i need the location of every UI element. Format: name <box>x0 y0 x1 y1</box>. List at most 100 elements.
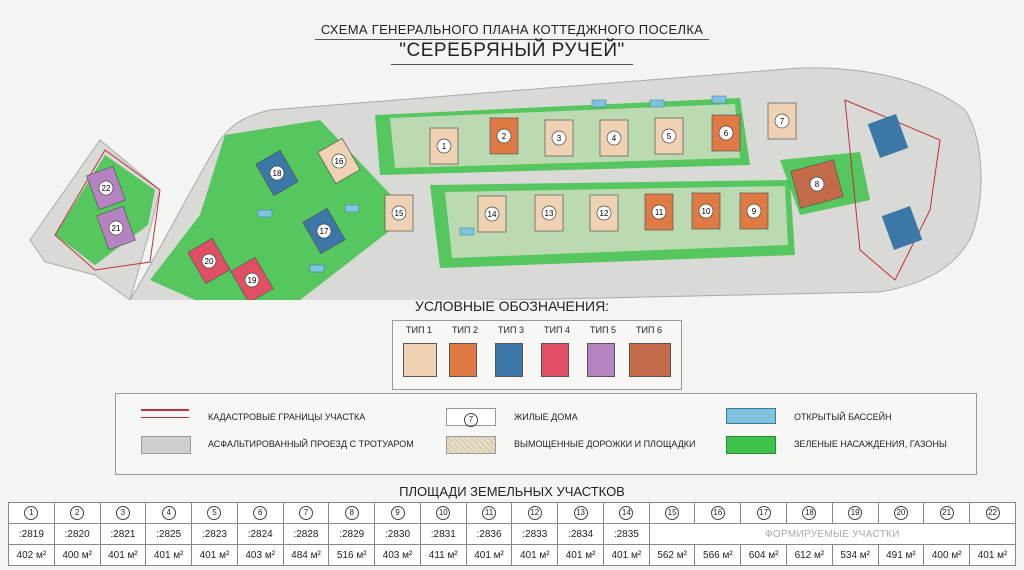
plot-area-cell: 566 м² <box>694 544 742 566</box>
plot-number: 16 <box>710 506 725 520</box>
cadastral-boundary-east <box>844 99 941 281</box>
paths-swatch <box>446 436 496 454</box>
plot-area-cell: 401 м² <box>191 544 238 566</box>
house-8: 8 <box>790 159 844 209</box>
plot-area-cell: 612 м² <box>786 544 833 566</box>
cadastral-cell: :2833 <box>511 523 559 545</box>
house-type-swatch <box>541 343 569 377</box>
plot-area-cell: 401 м² <box>969 544 1016 566</box>
house-11: 11 <box>644 193 674 231</box>
plot-area-cell: 491 м² <box>877 544 925 566</box>
plot-number-cell: 4 <box>145 502 193 524</box>
cadastral-cell: :2836 <box>465 523 513 545</box>
plot-number-cell: 14 <box>602 502 650 524</box>
cadastral-cell: :2831 <box>419 523 467 545</box>
house-number-sample: 7 <box>464 413 478 427</box>
plot-number: 7 <box>298 506 313 520</box>
green-swatch <box>726 436 776 454</box>
house-number-swatch: 7 <box>446 408 496 427</box>
house-19: 19 <box>230 256 274 300</box>
house-type-label: ТИП 1 <box>406 325 432 335</box>
pools <box>257 95 727 273</box>
plot-area-cell: 484 м² <box>282 544 330 566</box>
plot-number: 11 <box>482 506 497 520</box>
house-number-label: 17 <box>320 227 329 236</box>
plot-area-cell: 401 м² <box>602 544 650 566</box>
cadastral-cell: :2834 <box>557 523 604 545</box>
plot-number-cell: 17 <box>740 502 788 524</box>
plot-number-cell: 20 <box>877 502 925 524</box>
cadastral-cell: :2825 <box>145 523 193 545</box>
forming-plots-label: ФОРМИРУЕМЫЕ УЧАСТКИ <box>648 523 1017 545</box>
plot-number: 19 <box>848 506 863 520</box>
cadastral-cell: :2821 <box>99 523 147 545</box>
cadastral-cell: :2835 <box>602 523 650 545</box>
areas-title: ПЛОЩАДИ ЗЕМЕЛЬНЫХ УЧАСТКОВ <box>399 484 625 499</box>
plot-area-cell: 400 м² <box>923 544 971 566</box>
plot-number-cell: 12 <box>511 502 559 524</box>
cadastral-cell: :2823 <box>191 523 238 545</box>
house-number-label: 3 <box>557 134 562 143</box>
house-type-swatch <box>449 343 477 377</box>
house-type-label: ТИП 2 <box>452 325 478 335</box>
cadastral-cell: :2828 <box>282 523 330 545</box>
house-number-label: 13 <box>545 209 554 218</box>
plot-area-cell: 401 м² <box>511 544 559 566</box>
plot-number-cell: 9 <box>374 502 421 524</box>
house-number-label: 2 <box>502 132 507 141</box>
house-number-label: 21 <box>112 224 121 233</box>
plot-number: 9 <box>390 506 405 520</box>
house-type-swatch <box>495 343 523 377</box>
house-3: 3 <box>544 119 574 157</box>
road-label: АСФАЛЬТИРОВАННЫЙ ПРОЕЗД С ТРОТУАРОМ <box>208 439 414 449</box>
house-16: 16 <box>317 137 361 185</box>
plot-area-cell: 534 м² <box>831 544 879 566</box>
house-type-swatch <box>629 343 671 377</box>
house-18: 18 <box>255 149 299 197</box>
plot-number: 5 <box>207 506 222 520</box>
plot-area-cell: 604 м² <box>740 544 788 566</box>
plot-number: 20 <box>893 506 908 520</box>
cadastral-label: КАДАСТРОВЫЕ ГРАНИЦЫ УЧАСТКА <box>208 412 366 422</box>
plot-area-cell: 401 м² <box>557 544 604 566</box>
plot-number-cell: 13 <box>557 502 604 524</box>
plot-number: 13 <box>573 506 588 520</box>
cadastral-line-swatch <box>141 409 189 418</box>
plot-area-cell: 403 м² <box>236 544 284 566</box>
house-15: 15 <box>384 194 414 232</box>
house-type-label: ТИП 3 <box>498 325 524 335</box>
plot-number: 10 <box>436 506 451 520</box>
plot-number-cell: 2 <box>53 502 101 524</box>
house-type-swatch <box>587 343 615 377</box>
plot-number: 14 <box>619 506 634 520</box>
plot-area-cell: 411 м² <box>419 544 467 566</box>
plot-area-cell: 402 м² <box>8 544 55 566</box>
house-13: 13 <box>534 194 564 232</box>
plot-area-cell: 401 м² <box>465 544 513 566</box>
plot-number-cell: 3 <box>99 502 147 524</box>
plot-number-cell: 18 <box>786 502 833 524</box>
pool-swatch <box>726 408 776 424</box>
house-number-label: 8 <box>815 180 820 189</box>
plot-number-cell: 21 <box>923 502 971 524</box>
plot-number: 15 <box>665 506 680 520</box>
house-number-label: 14 <box>488 210 497 219</box>
house-number-label: 15 <box>395 209 404 218</box>
plan-title: СХЕМА ГЕНЕРАЛЬНОГО ПЛАНА КОТТЕДЖНОГО ПОС… <box>0 22 1024 40</box>
house-number-label: 7 <box>780 117 785 126</box>
house-number-label: 9 <box>752 207 757 216</box>
plot-number-cell: 19 <box>831 502 879 524</box>
house-21: 21 <box>96 205 136 251</box>
green-label: ЗЕЛЕНЫЕ НАСАЖДЕНИЯ, ГАЗОНЫ <box>794 439 947 449</box>
plot-number: 4 <box>161 506 176 520</box>
plot-number-cell: 10 <box>419 502 467 524</box>
plot-number-cell: 8 <box>328 502 376 524</box>
house-number-label: 12 <box>600 209 609 218</box>
house-6: 6 <box>711 114 741 152</box>
plot-number-cell: 16 <box>694 502 742 524</box>
cadastral-cell: :2824 <box>236 523 284 545</box>
